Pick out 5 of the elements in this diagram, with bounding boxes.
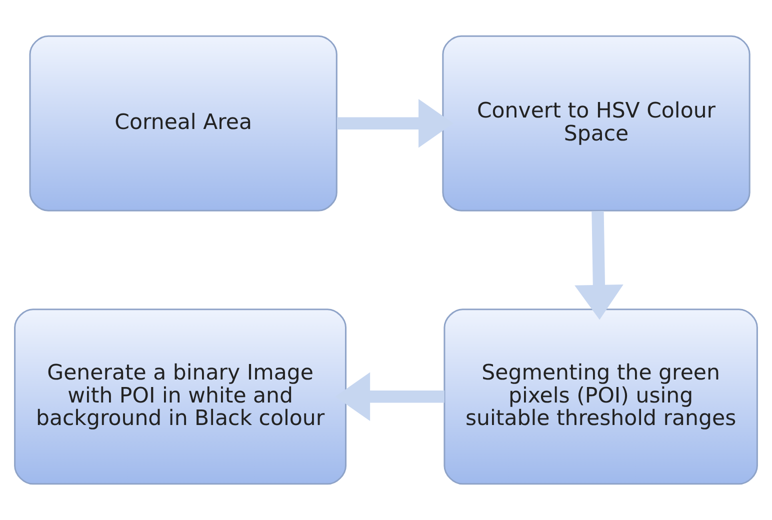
node-box: Convert to HSV Colour Space [442, 35, 750, 212]
node-box: Segmenting the green pixels (POI) using suitable threshold ranges [444, 308, 758, 485]
arrow [574, 211, 624, 320]
node-box: Corneal Area [29, 35, 338, 212]
node-box: Generate a binary Image with POI in white and background in Black colour [14, 308, 347, 485]
